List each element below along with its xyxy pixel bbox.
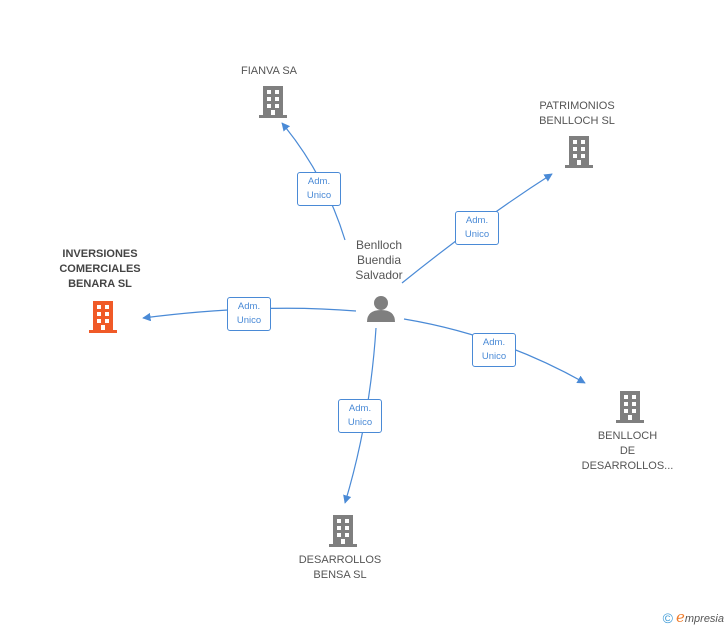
company-label-line: FIANVA SA bbox=[240, 65, 298, 77]
company-label-line: PATRIMONIOS bbox=[539, 100, 615, 112]
company-label-desarrollos-bensa[interactable]: DESARROLLOS BENSA SL bbox=[290, 553, 390, 583]
person-name-line: Salvador bbox=[355, 268, 403, 282]
person-icon[interactable] bbox=[367, 296, 395, 322]
edge-label-fianva[interactable]: Adm. Unico bbox=[297, 172, 341, 206]
edge-label-line: Unico bbox=[464, 229, 490, 240]
company-label-fianva[interactable]: FIANVA SA bbox=[219, 64, 319, 79]
person-name[interactable]: Benlloch Buendia Salvador bbox=[349, 238, 409, 283]
company-label-line: BENLLOCH SL bbox=[539, 115, 615, 127]
company-label-line: COMERCIALES bbox=[59, 263, 141, 275]
edge-label-inversiones[interactable]: Adm. Unico bbox=[227, 297, 271, 331]
edge-label-line: Unico bbox=[347, 417, 373, 428]
edge-label-line: Unico bbox=[306, 190, 332, 201]
edge-label-line: Adm. bbox=[348, 403, 372, 414]
company-label-inversiones[interactable]: INVERSIONES COMERCIALES BENARA SL bbox=[40, 247, 160, 292]
company-label-benlloch-desarrollos[interactable]: BENLLOCH DE DESARROLLOS... bbox=[575, 429, 680, 474]
brand-footer: ©empresia bbox=[663, 608, 724, 626]
edge-label-benlloch-desarrollos[interactable]: Adm. Unico bbox=[472, 333, 516, 367]
edge-label-line: Adm. bbox=[237, 301, 261, 312]
company-label-patrimonios[interactable]: PATRIMONIOS BENLLOCH SL bbox=[527, 99, 627, 129]
building-icon[interactable] bbox=[329, 515, 357, 547]
company-label-line: DE bbox=[619, 445, 636, 457]
brand-logo-text: mpresia bbox=[684, 613, 724, 625]
company-label-line: BENARA SL bbox=[68, 278, 132, 290]
edge-label-line: Unico bbox=[236, 315, 262, 326]
person-name-line: Buendia bbox=[356, 253, 402, 267]
edge-label-patrimonios[interactable]: Adm. Unico bbox=[455, 211, 499, 245]
brand-logo-initial: e bbox=[675, 608, 685, 626]
building-icon[interactable] bbox=[259, 86, 287, 118]
company-label-line: DESARROLLOS bbox=[298, 554, 382, 566]
copyright-icon: © bbox=[662, 610, 673, 626]
building-icon-highlighted[interactable] bbox=[89, 301, 117, 333]
building-icon[interactable] bbox=[616, 391, 644, 423]
building-icon[interactable] bbox=[565, 136, 593, 168]
company-label-line: BENLLOCH bbox=[597, 430, 658, 442]
company-label-line: DESARROLLOS... bbox=[581, 460, 674, 472]
edge-label-line: Adm. bbox=[482, 337, 506, 348]
edge-label-desarrollos-bensa[interactable]: Adm. Unico bbox=[338, 399, 382, 433]
edge-label-line: Adm. bbox=[307, 176, 331, 187]
edge-label-line: Adm. bbox=[465, 215, 489, 226]
company-label-line: INVERSIONES bbox=[62, 248, 138, 260]
company-label-line: BENSA SL bbox=[313, 569, 367, 581]
person-name-line: Benlloch bbox=[355, 238, 403, 252]
edge-label-line: Unico bbox=[481, 351, 507, 362]
